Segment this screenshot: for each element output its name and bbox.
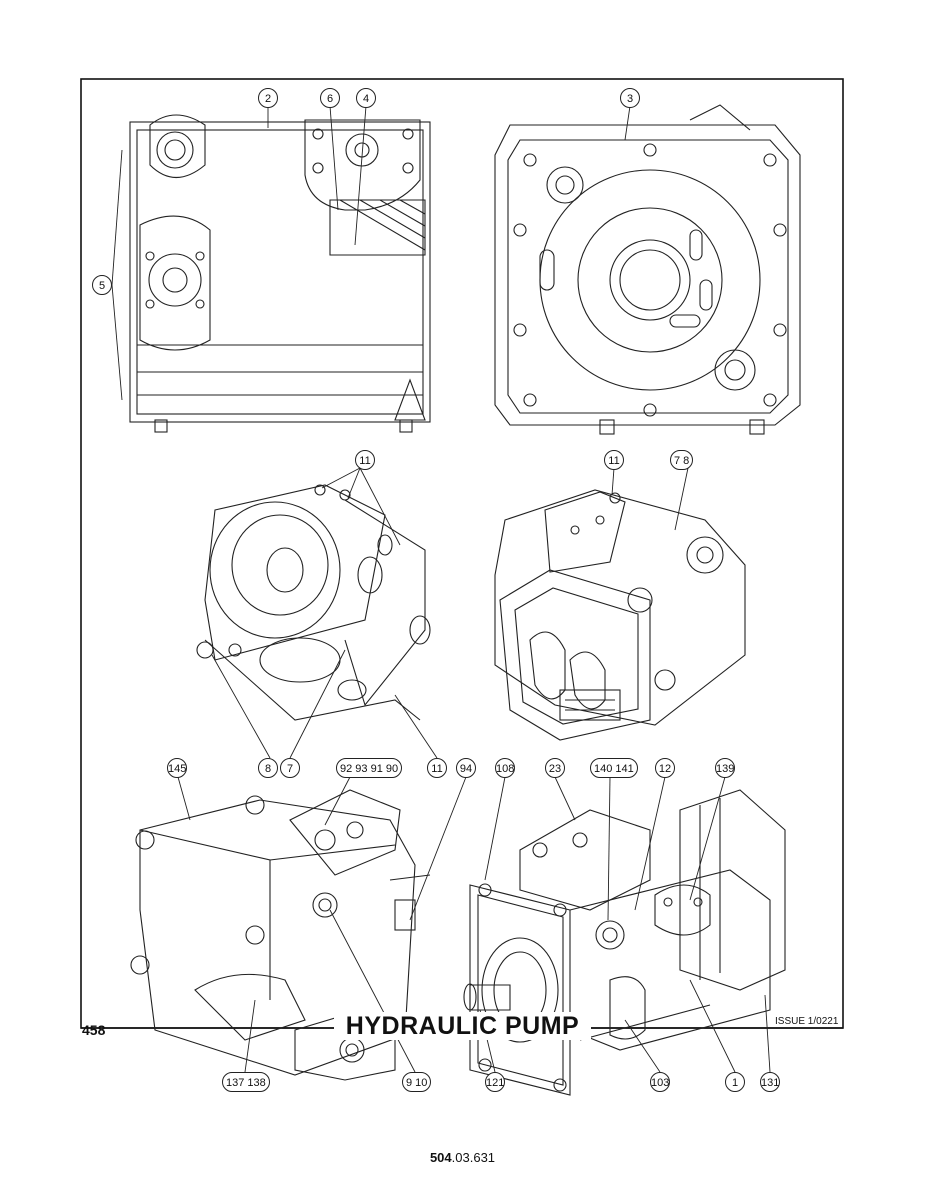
callout-108: 108 [495, 758, 515, 778]
callout-92-93-91-90: 92 93 91 90 [336, 758, 403, 778]
callout-139: 139 [715, 758, 735, 778]
pump-iso-front-view [196, 484, 431, 721]
callout-121: 121 [485, 1072, 505, 1092]
callout-2: 2 [258, 88, 278, 108]
callout-9-10: 9 10 [402, 1072, 432, 1092]
pump-side-view [129, 114, 431, 433]
callout-94: 94 [456, 758, 476, 778]
callout-7: 7 [280, 758, 300, 778]
callout-11-b: 11 [604, 450, 624, 470]
pump-end-view [494, 104, 801, 435]
callout-4: 4 [356, 88, 376, 108]
document-code: 504.03.631 [429, 1150, 496, 1165]
callout-8: 8 [258, 758, 278, 778]
callout-145: 145 [167, 758, 187, 778]
callout-23: 23 [545, 758, 565, 778]
pump-iso-rear-view [494, 489, 746, 741]
callout-5: 5 [92, 275, 112, 295]
issue-label: ISSUE 1/0221 [775, 1016, 839, 1027]
pump-iso-valve-side-view [130, 789, 431, 1081]
diagram-frame [80, 78, 844, 1029]
page-title: HYDRAULIC PUMP [0, 1012, 925, 1041]
callout-12: 12 [655, 758, 675, 778]
page-number: 458 [82, 1022, 106, 1038]
callout-3: 3 [620, 88, 640, 108]
leader-lines [111, 105, 771, 1073]
pump-iso-shaft-view [463, 789, 786, 1096]
callout-103: 103 [650, 1072, 670, 1092]
callout-11-c: 11 [427, 758, 447, 778]
callout-7-8: 7 8 [670, 450, 694, 470]
callout-137-138: 137 138 [222, 1072, 270, 1092]
callout-6: 6 [320, 88, 340, 108]
callout-140-141: 140 141 [590, 758, 638, 778]
callout-11-a: 11 [355, 450, 375, 470]
callout-1: 1 [725, 1072, 745, 1092]
callout-131: 131 [760, 1072, 780, 1092]
